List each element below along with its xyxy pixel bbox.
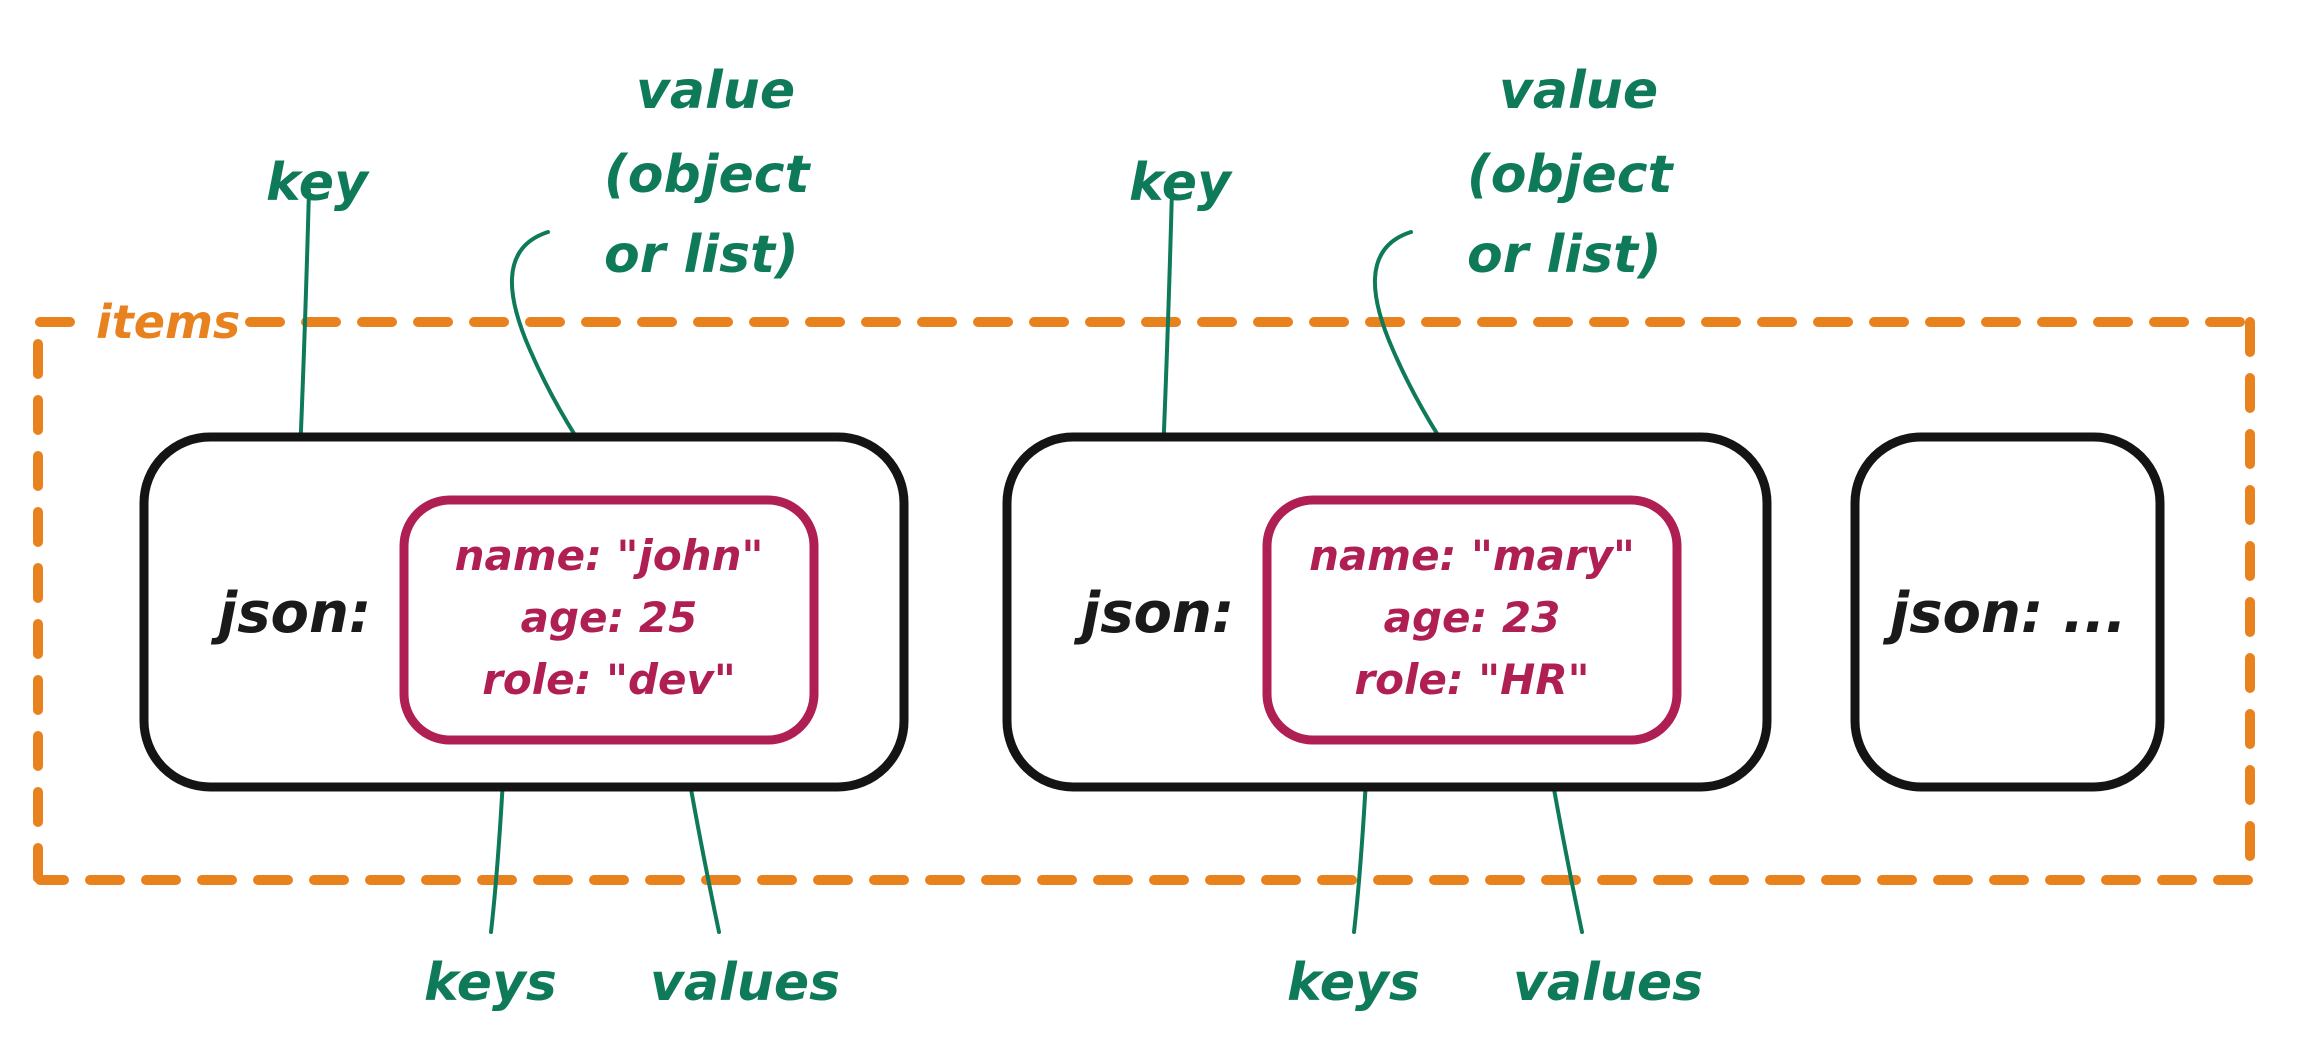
- annotation-values-card1: values: [650, 953, 840, 1013]
- annotation-value-card1-line2: (object: [604, 145, 812, 205]
- annotation-keys-card1: keys: [424, 953, 557, 1013]
- value-row-2-3: role: "HR": [1354, 655, 1589, 704]
- value-box-2[interactable]: [1262, 495, 1682, 745]
- card-3-group[interactable]: [1850, 432, 2165, 792]
- annotation-value-card2-line1: value: [1499, 61, 1658, 121]
- annotation-keys-card2: keys: [1287, 953, 1420, 1013]
- value-row-2-2: age: 23: [1384, 593, 1561, 642]
- card-outer-box-3[interactable]: [1850, 432, 2165, 792]
- annotation-value-card1-line3: or list): [604, 225, 799, 285]
- value-row-2-1: name: "mary": [1309, 531, 1635, 580]
- items-container-group: [33, 317, 2255, 887]
- card-2-group[interactable]: [1002, 432, 1772, 792]
- annotation-key-card2: key: [1129, 153, 1233, 213]
- items-container-label: items: [96, 295, 240, 349]
- card-label-2: json:: [1073, 581, 1234, 646]
- card-1-group[interactable]: [139, 432, 909, 792]
- annotation-key-card1: key: [266, 153, 370, 213]
- card-label-1: json:: [210, 581, 371, 646]
- annotation-values-card2: values: [1513, 953, 1703, 1013]
- value-box-1[interactable]: [399, 495, 819, 745]
- annotation-value-card2-line2: (object: [1467, 145, 1675, 205]
- value-row-1-3: role: "dev": [482, 655, 736, 704]
- card-label-3: json: ...: [1882, 581, 2127, 646]
- annotation-value-card2-line3: or list): [1467, 225, 1662, 285]
- annotation-value-card1-line1: value: [636, 61, 795, 121]
- value-row-1-1: name: "john": [455, 531, 764, 580]
- value-row-1-2: age: 25: [521, 593, 698, 642]
